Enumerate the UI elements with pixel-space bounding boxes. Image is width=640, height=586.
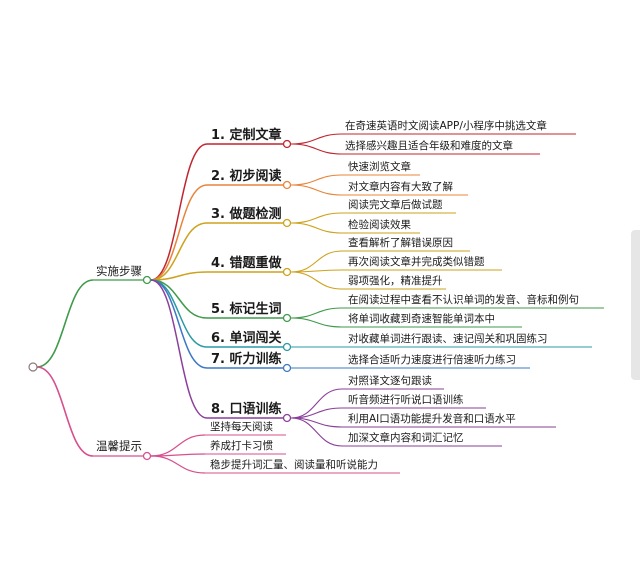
- branch-label: 实施步骤: [96, 264, 142, 278]
- step-6-word-challenge[interactable]: 6. 单词闯关 对收藏单词进行跟读、速记闯关和巩固练习: [207, 330, 592, 352]
- branch-to-step-connector: [150, 184, 208, 281]
- step-item: 加深文章内容和词汇记忆: [348, 431, 464, 444]
- root-to-steps-connector: [36, 279, 94, 368]
- tip-item: 养成打卡习惯: [210, 439, 273, 452]
- step-item: 快速浏览文章: [348, 160, 411, 173]
- step-1-customize-article[interactable]: 1. 定制文章 在奇速英语时文阅读APP/小程序中挑选文章 选择感兴趣且适合年级…: [207, 119, 576, 155]
- step-item: 对收藏单词进行跟读、速记闯关和巩固练习: [348, 332, 548, 345]
- step-3-test[interactable]: 3. 做题检测 阅读完文章后做试题 检验阅读效果: [207, 198, 456, 234]
- step-item: 再次阅读文章并完成类似错题: [348, 255, 485, 268]
- step-7-listening-training[interactable]: 7. 听力训练 选择合适听力速度进行倍速听力练习: [207, 351, 530, 373]
- step-label: 8. 口语训练: [211, 401, 282, 417]
- step-node[interactable]: [282, 267, 292, 277]
- step-to-item-connector: [290, 307, 343, 319]
- step-to-item-connector: [290, 250, 343, 273]
- step-2-initial-reading[interactable]: 2. 初步阅读 快速浏览文章 对文章内容有大致了解: [207, 160, 468, 196]
- branch-to-step-connector: [150, 271, 208, 281]
- tip-item-connector: [150, 455, 206, 474]
- step-item: 弱项强化，精准提升: [348, 274, 443, 287]
- tip-item: 稳步提升词汇量、阅读量和听说能力: [210, 458, 378, 471]
- step-5-mark-new-words[interactable]: 5. 标记生词 在阅读过程中查看不认识单词的发音、音标和例句 将单词收藏到奇速智…: [207, 293, 604, 328]
- branch-node[interactable]: [142, 275, 152, 285]
- step-label: 7. 听力训练: [211, 351, 282, 367]
- step-item: 对照译文逐句跟读: [348, 374, 432, 387]
- branch-node[interactable]: [142, 451, 152, 461]
- step-item: 查看解析了解错误原因: [348, 236, 453, 249]
- step-to-item-connector: [290, 222, 343, 234]
- step-item: 检验阅读效果: [348, 218, 411, 231]
- step-node[interactable]: [282, 218, 292, 228]
- root-node[interactable]: [28, 362, 38, 372]
- step-item: 对文章内容有大致了解: [348, 180, 453, 193]
- step-node[interactable]: [282, 180, 292, 190]
- root-to-tips-connector: [36, 366, 94, 457]
- step-item: 选择感兴趣且适合年级和难度的文章: [345, 139, 513, 152]
- branch-to-step-connector: [150, 279, 208, 319]
- branch-to-step-connector: [150, 279, 208, 419]
- step-item: 在阅读过程中查看不认识单词的发音、音标和例句: [348, 293, 579, 306]
- connector-lines: [36, 133, 343, 474]
- step-item: 利用AI口语功能提升发音和口语水平: [348, 412, 516, 425]
- step-8-speaking-training[interactable]: 8. 口语训练 对照译文逐句跟读 听音频进行听说口语训练 利用AI口语功能提升发…: [207, 374, 556, 447]
- step-item: 在奇速英语时文阅读APP/小程序中挑选文章: [345, 119, 547, 132]
- step-node[interactable]: [282, 363, 292, 373]
- step-node[interactable]: [282, 342, 292, 352]
- branch-to-step-connector: [150, 222, 208, 281]
- branch-to-step-connector: [150, 143, 208, 281]
- tips-items: 坚持每天阅读 养成打卡习惯 稳步提升词汇量、阅读量和听说能力: [205, 420, 400, 474]
- step-to-item-connector: [290, 212, 343, 224]
- branch-to-step-connector: [150, 279, 208, 348]
- step-to-item-connector: [290, 271, 343, 290]
- step-node[interactable]: [282, 413, 292, 423]
- branch-tips[interactable]: 温馨提示: [93, 439, 152, 461]
- step-to-item-connector: [290, 174, 343, 186]
- tip-item: 坚持每天阅读: [210, 420, 273, 433]
- edge-scroll-indicator: [631, 230, 640, 380]
- step-label: 2. 初步阅读: [211, 168, 282, 184]
- step-to-item-connector: [290, 133, 343, 145]
- step-item: 阅读完文章后做试题: [348, 198, 443, 211]
- step-4-redo-mistakes[interactable]: 4. 错题重做 查看解析了解错误原因 再次阅读文章并完成类似错题 弱项强化，精准…: [207, 236, 502, 290]
- step-node[interactable]: [282, 139, 292, 149]
- step-item: 听音频进行听说口语训练: [348, 393, 464, 406]
- step-label: 3. 做题检测: [211, 206, 282, 222]
- step-label: 5. 标记生词: [211, 301, 282, 317]
- step-to-item-connector: [290, 317, 343, 328]
- step-label: 4. 错题重做: [211, 255, 282, 271]
- step-to-item-connector: [290, 388, 343, 419]
- step-to-item-connector: [290, 184, 343, 196]
- step-item: 选择合适听力速度进行倍速听力练习: [348, 353, 516, 366]
- branch-implementation-steps[interactable]: 实施步骤: [93, 264, 152, 285]
- branch-label: 温馨提示: [96, 439, 142, 453]
- branch-to-step-connector: [150, 279, 208, 369]
- step-to-item-connector: [290, 417, 343, 447]
- step-label: 1. 定制文章: [211, 127, 282, 143]
- step-to-item-connector: [290, 143, 343, 155]
- step-node[interactable]: [282, 313, 292, 323]
- step-label: 6. 单词闯关: [211, 330, 282, 346]
- step-item: 将单词收藏到奇速智能单词本中: [348, 312, 495, 325]
- tip-item-connector: [150, 434, 206, 457]
